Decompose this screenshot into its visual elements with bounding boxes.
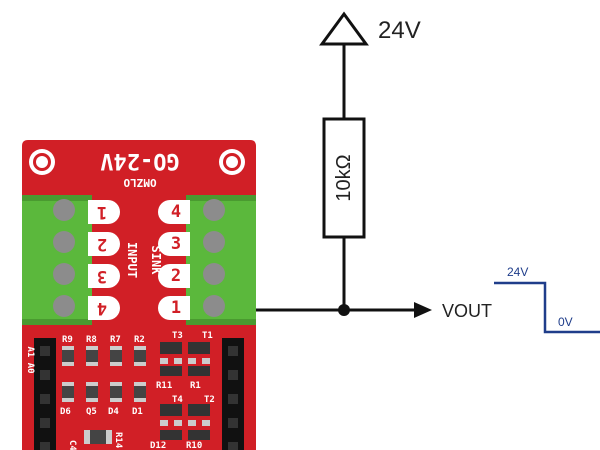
- sink-pads: 4 3 2 1: [158, 200, 190, 320]
- component-label: T2: [204, 395, 215, 405]
- input-number: 2: [97, 234, 107, 254]
- screw-terminals-left: [53, 199, 75, 317]
- component-label: D4: [108, 407, 119, 417]
- input-number: 1: [97, 202, 107, 222]
- sink-number: 2: [171, 266, 181, 286]
- sink-label: SINK: [149, 246, 163, 276]
- screw-terminals-right: [203, 199, 225, 317]
- input-number: 4: [97, 298, 107, 318]
- waveform-low-label: 0V: [558, 315, 573, 329]
- component-label: R11: [156, 381, 172, 391]
- header-right: [222, 338, 244, 450]
- supply-symbol: [319, 11, 369, 46]
- circuit: 24V 10kΩ VOUT: [256, 11, 492, 321]
- component-label: R9: [62, 335, 73, 345]
- supply-label: 24V: [378, 17, 421, 44]
- input-pads: 1 2 3 4: [88, 200, 120, 320]
- header-label: A1 A0: [25, 346, 35, 373]
- component-label: Q5: [86, 407, 97, 417]
- smd-components: [62, 342, 210, 444]
- component-label: D12: [150, 441, 166, 450]
- header-left: [34, 338, 56, 450]
- component-label: R14: [113, 432, 123, 449]
- component-label: D6: [60, 407, 71, 417]
- board-title: GO-24V: [100, 148, 179, 173]
- component-label: D1: [132, 407, 143, 417]
- sink-number: 3: [171, 234, 181, 254]
- component-label: T4: [172, 395, 183, 405]
- component-label: R7: [110, 335, 121, 345]
- output-waveform: 24V 0V: [494, 265, 600, 334]
- output-arrow: [414, 302, 432, 318]
- input-number: 3: [97, 266, 107, 286]
- mounting-hole-right: [219, 149, 245, 175]
- component-label: T3: [172, 331, 183, 341]
- pcb-board: GO-24V OMZLO 1: [22, 140, 256, 450]
- board-brand: OMZLO: [123, 176, 156, 189]
- component-label: R2: [134, 335, 145, 345]
- sink-number: 1: [171, 298, 181, 318]
- component-labels: R9 R8 R7 R2 T3 T1 R11 R1 D6 Q5 D4 D1 T4 …: [60, 331, 215, 450]
- component-label: R1: [190, 381, 201, 391]
- component-label: R10: [186, 441, 202, 450]
- junction-dot: [338, 304, 350, 316]
- resistor-label: 10kΩ: [333, 154, 355, 201]
- input-label: INPUT: [125, 242, 139, 278]
- waveform-high-label: 24V: [507, 265, 528, 279]
- mounting-hole-left: [29, 149, 55, 175]
- waveform-line: [494, 281, 600, 334]
- component-label: C4: [67, 440, 77, 450]
- sink-number: 4: [171, 202, 181, 222]
- component-label: R8: [86, 335, 97, 345]
- component-label: T1: [202, 331, 213, 341]
- output-label: VOUT: [442, 301, 492, 321]
